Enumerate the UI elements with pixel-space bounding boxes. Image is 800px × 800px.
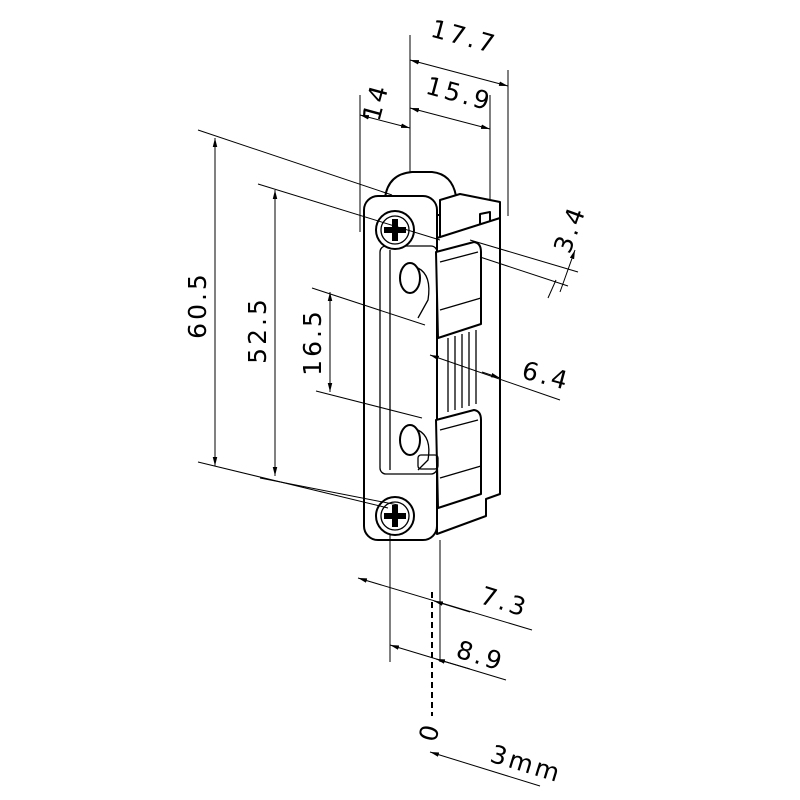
dim-line-offset-a-arrow bbox=[433, 600, 471, 613]
top-screw bbox=[375, 210, 415, 250]
dim-line-offset-top bbox=[559, 249, 576, 293]
dim-line-width-inner bbox=[409, 107, 491, 130]
phillips-cross-icon bbox=[384, 219, 406, 241]
ext-line-offset-top-2 bbox=[479, 256, 569, 287]
upper-latch-edge bbox=[439, 251, 479, 263]
dim-line-latch-gap-2 bbox=[481, 371, 501, 379]
label-offset-a: 7.3 bbox=[477, 581, 532, 623]
dim-line-offset-b-arrow bbox=[435, 658, 471, 670]
lower-latch bbox=[435, 409, 482, 509]
ext-line-bottom-total bbox=[197, 461, 389, 509]
bottom-screw bbox=[375, 496, 415, 536]
upper-latch-face bbox=[439, 297, 482, 311]
lower-roller bbox=[399, 424, 421, 456]
label-width-total: 17.7 bbox=[428, 14, 501, 60]
upper-roller-cam bbox=[417, 267, 430, 319]
ext-line-top-total bbox=[197, 129, 393, 196]
ext-line-top-screw bbox=[257, 183, 441, 241]
ext-line-bottom-screw bbox=[259, 477, 399, 506]
dimension-lines bbox=[197, 35, 579, 787]
dim-line-width-total bbox=[409, 59, 509, 87]
label-depth-front: 14 bbox=[357, 80, 395, 124]
dim-line-adjust-range bbox=[429, 751, 541, 787]
label-offset-top: 3.4 bbox=[548, 201, 592, 257]
phillips-cross-icon bbox=[384, 505, 406, 527]
electric-strike-body bbox=[363, 171, 501, 541]
label-zero-mark: 0 bbox=[413, 719, 446, 745]
lower-latch-edge bbox=[439, 419, 479, 431]
label-screw-spacing: 52.5 bbox=[243, 296, 272, 364]
dim-line-offset-top-2 bbox=[547, 279, 557, 299]
ext-line-offset-top-1 bbox=[469, 239, 579, 273]
upper-roller bbox=[399, 262, 421, 294]
ext-line-bottom-latch bbox=[315, 390, 423, 419]
small-slot bbox=[417, 454, 439, 470]
label-latch-spacing: 16.5 bbox=[298, 308, 327, 376]
label-height-total: 60.5 bbox=[183, 271, 212, 339]
label-offset-b: 8.9 bbox=[453, 635, 508, 677]
lower-roller-cam bbox=[417, 429, 430, 471]
lower-latch-face bbox=[439, 465, 482, 479]
label-latch-gap: 6.4 bbox=[519, 355, 574, 396]
dim-line-depth-front bbox=[359, 114, 411, 129]
label-adjust-range: 3mm bbox=[487, 739, 566, 788]
upper-latch bbox=[435, 241, 482, 339]
label-width-inner: 15.9 bbox=[423, 71, 496, 117]
